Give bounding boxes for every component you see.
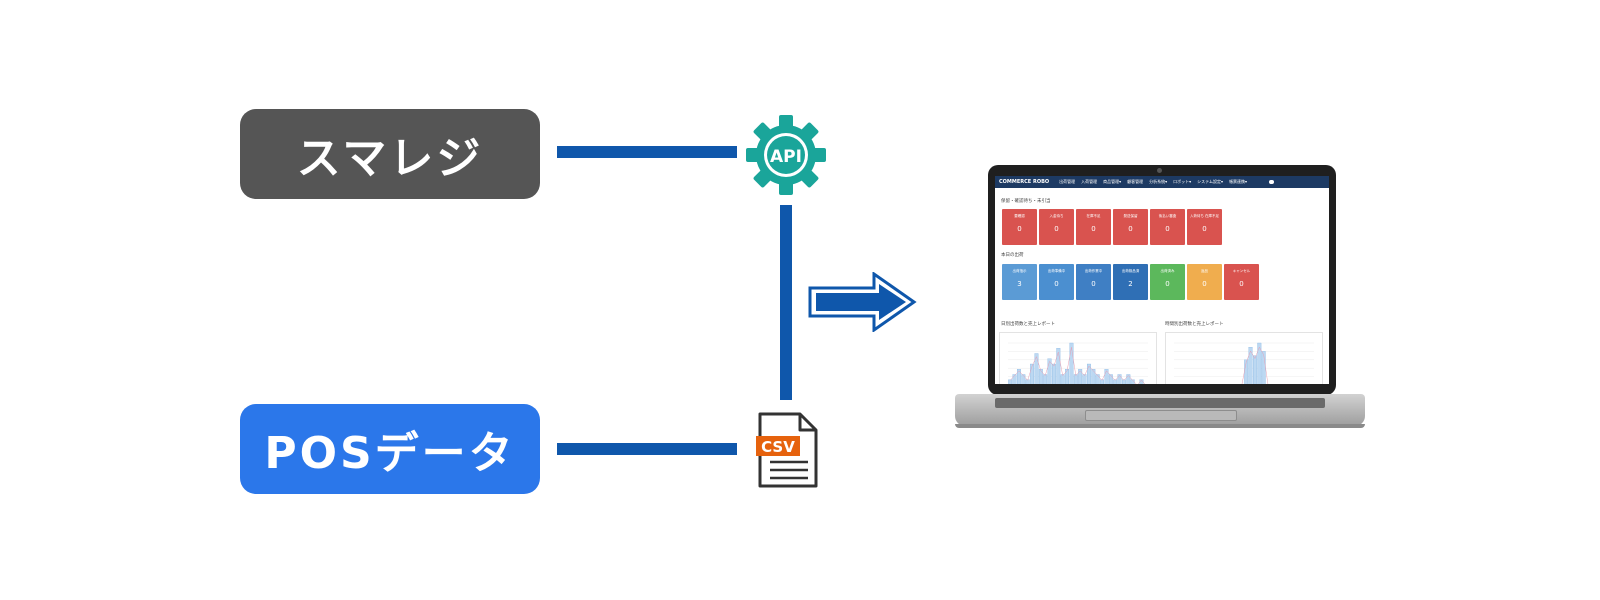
nav-item[interactable]: 顧客管理 bbox=[1127, 179, 1144, 184]
nav-item[interactable]: 分析系統▾ bbox=[1149, 179, 1168, 184]
chart-bar bbox=[1078, 369, 1083, 384]
chart-bar bbox=[1065, 369, 1070, 384]
hourly-chart-panel bbox=[1165, 332, 1323, 384]
section-title: 保留・確認待ち・未引当 bbox=[1001, 199, 1051, 204]
logo: COMMERCE ROBO bbox=[999, 179, 1050, 185]
pos-data-box: POSデータ bbox=[240, 404, 540, 494]
chart-bar bbox=[1060, 374, 1065, 384]
chart-bar bbox=[1087, 363, 1091, 384]
sales-line bbox=[1010, 347, 1146, 384]
trackpad bbox=[1085, 410, 1237, 421]
laptop-base-edge bbox=[955, 424, 1365, 428]
laptop: COMMERCE ROBO 出荷管理 入荷管理 商品管理▾ 顧客管理 分析系統▾… bbox=[955, 162, 1365, 442]
chart-bar bbox=[1126, 374, 1131, 384]
chat-icon[interactable] bbox=[1269, 180, 1274, 184]
api-gear-icon: API bbox=[746, 115, 826, 195]
nav-item[interactable]: 商品管理▾ bbox=[1103, 179, 1122, 184]
chart-bar bbox=[1021, 374, 1026, 384]
section-title: 本日の出荷 bbox=[1001, 253, 1024, 258]
laptop-lid: COMMERCE ROBO 出荷管理 入荷管理 商品管理▾ 顧客管理 分析系統▾… bbox=[988, 165, 1336, 395]
sales-line bbox=[1241, 346, 1269, 384]
nav-item[interactable]: 出荷管理 bbox=[1059, 179, 1076, 184]
chart-bar bbox=[1091, 369, 1096, 384]
chart-title: 日別出荷数と売上レポート bbox=[1001, 322, 1055, 327]
nav-item[interactable]: システム設定▾ bbox=[1197, 179, 1224, 184]
api-label: API bbox=[770, 147, 802, 167]
chart-bar bbox=[1248, 347, 1253, 384]
daily-chart-panel bbox=[999, 332, 1157, 384]
chart-bar bbox=[1073, 374, 1078, 384]
keyboard bbox=[995, 398, 1325, 408]
dashboard-navbar: COMMERCE ROBO 出荷管理 入荷管理 商品管理▾ 顧客管理 分析系統▾… bbox=[995, 176, 1329, 188]
chart-bar bbox=[1043, 374, 1048, 384]
right-arrow-icon bbox=[808, 272, 917, 332]
hourly-chart bbox=[1174, 342, 1314, 384]
chart-bar bbox=[1069, 342, 1074, 384]
camera-icon bbox=[1157, 168, 1162, 173]
chart-bar bbox=[1038, 369, 1043, 384]
daily-chart bbox=[1008, 342, 1148, 384]
chart-bar bbox=[1034, 353, 1039, 384]
connector-smaregi-api bbox=[557, 146, 737, 158]
chart-title: 時間別出荷数と売上レポート bbox=[1165, 322, 1224, 327]
chart-bar bbox=[1047, 358, 1052, 384]
csv-file-icon: CSV bbox=[756, 412, 818, 488]
nav-item[interactable]: ロボット▾ bbox=[1173, 179, 1192, 184]
chart-bar bbox=[1008, 379, 1013, 384]
connector-pos-csv bbox=[557, 443, 737, 455]
chart-bar bbox=[1117, 374, 1122, 384]
smaregi-box: スマレジ bbox=[240, 109, 540, 199]
chart-bar bbox=[1030, 363, 1034, 384]
chart-bar bbox=[1056, 348, 1061, 384]
chart-bar bbox=[1095, 374, 1100, 384]
chart-bar bbox=[1257, 342, 1262, 384]
chart-bar bbox=[1016, 369, 1021, 384]
chart-bar bbox=[1122, 379, 1126, 384]
chart-bar bbox=[1253, 355, 1257, 384]
nav-item[interactable]: 帳票連携▾ bbox=[1229, 179, 1248, 184]
chart-bar bbox=[1012, 374, 1017, 384]
csv-label: CSV bbox=[761, 438, 795, 456]
chart-bar bbox=[1113, 379, 1118, 384]
dashboard-screen: COMMERCE ROBO 出荷管理 入荷管理 商品管理▾ 顧客管理 分析系統▾… bbox=[995, 176, 1329, 384]
chart-bar bbox=[1082, 374, 1087, 384]
nav-item[interactable]: 入荷管理 bbox=[1081, 179, 1098, 184]
connector-api-csv bbox=[780, 205, 792, 400]
chart-bar bbox=[1108, 374, 1113, 384]
chart-bar bbox=[1104, 369, 1109, 384]
chart-bar bbox=[1052, 363, 1056, 384]
